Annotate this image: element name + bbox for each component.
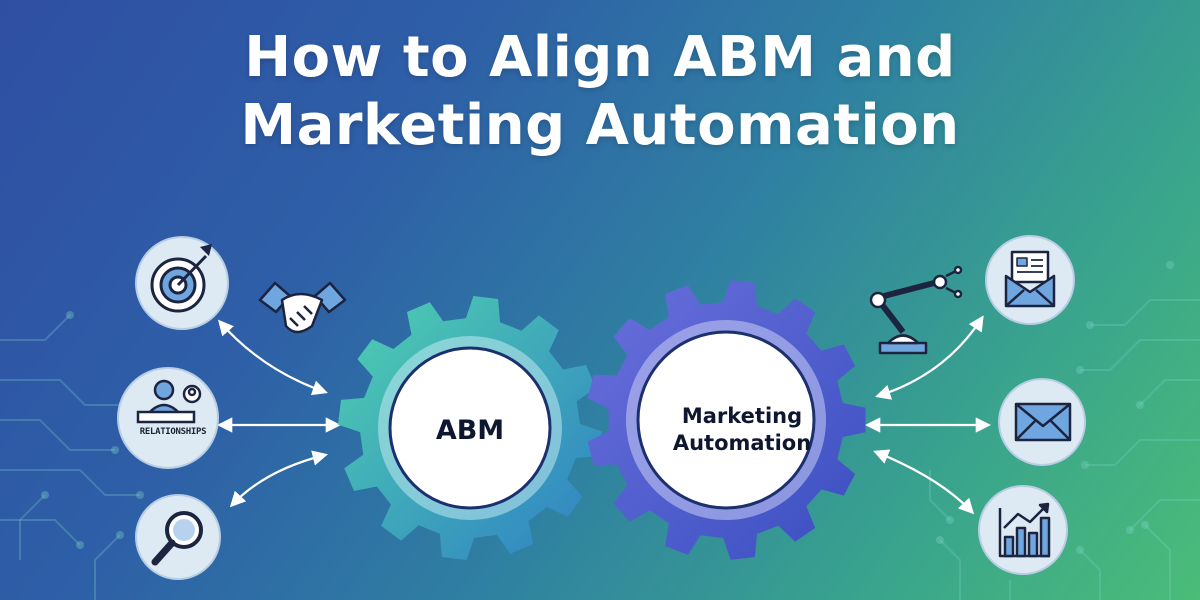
right-node-analytics — [978, 485, 1068, 575]
abm-gear — [338, 296, 602, 560]
ma-label-line-1: Marketing — [681, 404, 803, 428]
gear-abm-face — [388, 346, 552, 510]
abm-hub-label: ABM — [435, 414, 505, 446]
marketing-automation-hub-label: Marketing Automation — [642, 365, 842, 495]
left-node-target — [135, 236, 229, 330]
bar-chart-icon — [998, 502, 1051, 558]
newsletter-envelope-icon — [1004, 250, 1056, 308]
magnifier-icon — [151, 511, 203, 566]
relationships-label: RELATIONSHIPS — [139, 427, 207, 437]
title-line-1: How to Align ABM and — [244, 25, 956, 90]
robot-arm-icon — [869, 265, 963, 355]
marketing-automation-gear — [587, 280, 866, 560]
title-line-2: Marketing Automation — [240, 93, 960, 158]
right-node-newsletter — [985, 235, 1075, 325]
right-node-email — [998, 378, 1086, 466]
left-node-search — [135, 494, 221, 580]
page-title: How to Align ABM and Marketing Automatio… — [0, 24, 1200, 160]
envelope-icon — [1014, 402, 1072, 442]
left-node-relationships — [117, 367, 219, 469]
person-at-desk-icon — [136, 379, 202, 424]
ma-label-line-2: Automation — [672, 431, 812, 455]
target-icon — [150, 244, 212, 313]
handshake-icon — [258, 281, 347, 334]
gear-ma-face — [636, 330, 816, 510]
connector-arrows — [216, 315, 992, 515]
